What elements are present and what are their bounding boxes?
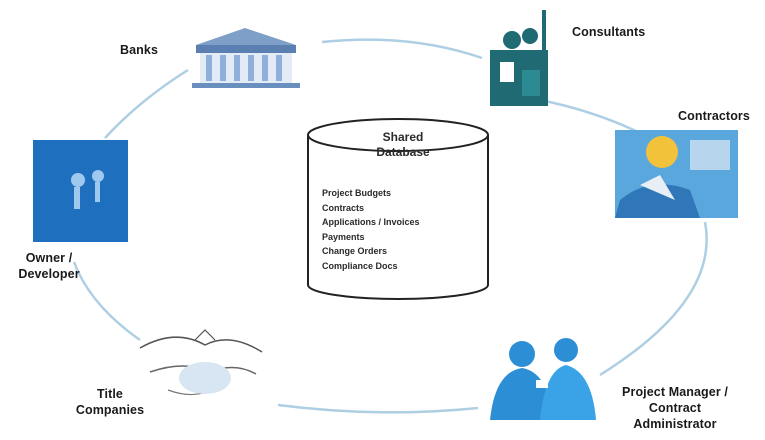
database-item: Compliance Docs	[322, 260, 398, 271]
pm-label-line3: Administrator	[633, 417, 717, 431]
arc-title-owner	[72, 261, 141, 342]
database-item: Project Budgets	[322, 188, 392, 198]
database-item: Change Orders	[322, 246, 388, 256]
consultants-icon	[490, 10, 548, 106]
bank-building-icon	[192, 28, 300, 88]
database-item: Applications / Invoices	[322, 217, 420, 227]
owner-label-line2: Developer	[18, 267, 80, 281]
database-icon	[307, 118, 489, 300]
arc-contractors-pm	[599, 221, 708, 377]
pm-label-line2: Contract	[648, 401, 702, 415]
banks-label: Banks	[120, 43, 159, 57]
database-item: Contracts	[322, 202, 365, 213]
title-label-line2: Companies	[75, 403, 145, 417]
owner-developer-photo-icon	[33, 140, 128, 242]
arc-owner-banks	[104, 68, 189, 139]
database-items-list: Project Budgets Contracts Applications /…	[322, 186, 482, 273]
title-label-line1: Title	[97, 387, 123, 401]
arc-banks-consultants	[321, 38, 483, 60]
owner-developer-label: Owner / Developer	[5, 250, 93, 282]
arc-pm-title	[277, 403, 479, 414]
database-item: Payments	[322, 231, 365, 242]
consultants-label: Consultants	[572, 25, 646, 39]
database-title: Shared Database	[318, 130, 488, 160]
project-manager-label: Project Manager / Contract Administrator	[600, 384, 750, 432]
project-manager-people-icon	[490, 338, 596, 420]
title-companies-sketch-icon	[139, 329, 263, 396]
owner-label-line1: Owner /	[25, 251, 73, 265]
database-title-line1: Shared	[382, 130, 424, 144]
title-companies-label: Title Companies	[60, 386, 160, 418]
database-title-line2: Database	[376, 145, 430, 159]
pm-label-line1: Project Manager /	[622, 385, 728, 399]
contractors-photo-icon	[615, 130, 738, 218]
contractors-label: Contractors	[678, 109, 750, 123]
